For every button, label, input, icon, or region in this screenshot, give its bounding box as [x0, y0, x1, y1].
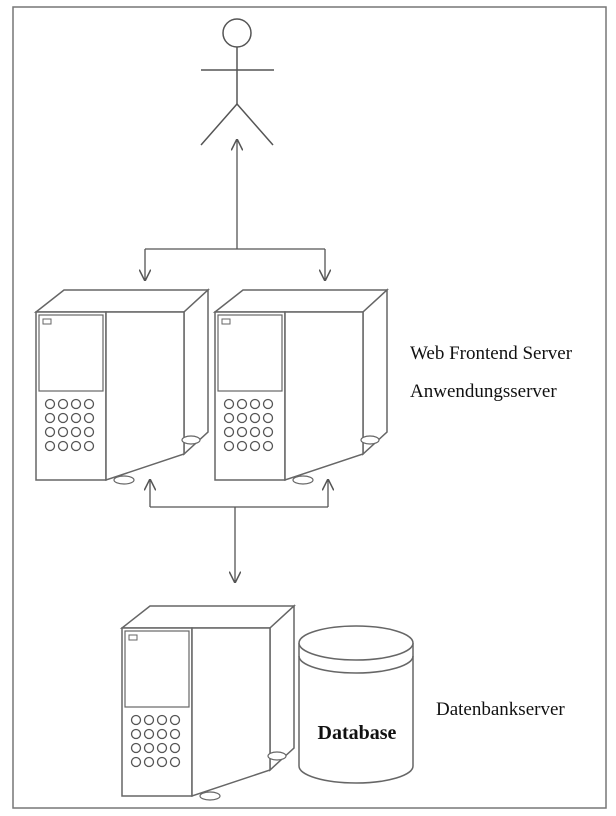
- web-frontend-label: Web Frontend Server: [410, 343, 573, 364]
- database-label: Database: [317, 722, 397, 744]
- connector-actor-frontend: [145, 140, 325, 280]
- application-server-label: Anwendungsserver: [410, 381, 557, 402]
- database-server-label: Datenbankserver: [436, 699, 565, 720]
- connector-frontend-database: [150, 480, 328, 582]
- user-stick-figure-icon: [200, 18, 274, 146]
- database-cylinder-icon: [298, 625, 414, 784]
